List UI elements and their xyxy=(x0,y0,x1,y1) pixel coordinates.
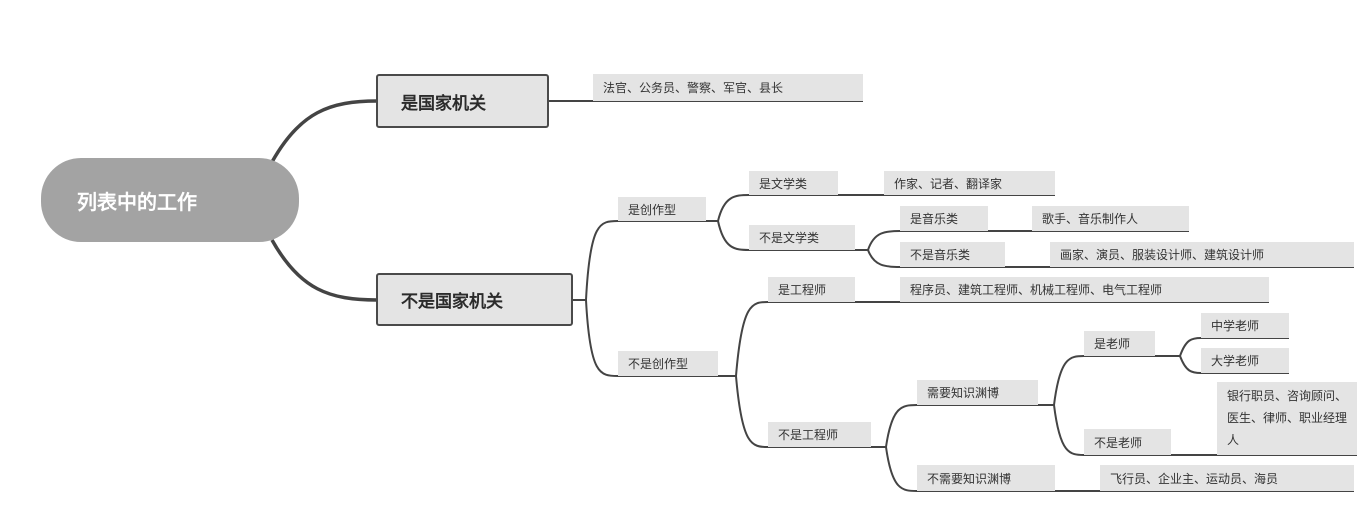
leaf-literary-jobs[interactable]: 作家、记者、翻译家 xyxy=(884,171,1055,195)
node-not-knowledgeable[interactable]: 不需要知识渊博 xyxy=(917,465,1055,491)
branch-non-government[interactable]: 不是国家机关 xyxy=(376,273,573,326)
leaf-government-jobs[interactable]: 法官、公务员、警察、军官、县长 xyxy=(593,74,863,101)
leaf-university-teacher[interactable]: 大学老师 xyxy=(1201,348,1289,373)
leaf-non-teacher-jobs[interactable]: 银行职员、咨询顾问、医生、律师、职业经理人 xyxy=(1217,382,1357,455)
root-topic[interactable]: 列表中的工作 xyxy=(41,158,299,242)
leaf-not-knowledgeable-jobs[interactable]: 飞行员、企业主、运动员、海员 xyxy=(1100,465,1354,491)
node-non-teacher[interactable]: 不是老师 xyxy=(1084,429,1171,455)
node-non-creative[interactable]: 不是创作型 xyxy=(618,351,718,376)
node-knowledgeable[interactable]: 需要知识渊博 xyxy=(917,380,1038,405)
node-non-literary[interactable]: 不是文学类 xyxy=(749,225,855,250)
node-engineer[interactable]: 是工程师 xyxy=(768,277,855,302)
leaf-music-jobs[interactable]: 歌手、音乐制作人 xyxy=(1032,206,1189,231)
node-teacher[interactable]: 是老师 xyxy=(1084,331,1155,356)
leaf-engineer-jobs[interactable]: 程序员、建筑工程师、机械工程师、电气工程师 xyxy=(900,277,1269,302)
leaf-middle-school-teacher[interactable]: 中学老师 xyxy=(1201,313,1289,338)
branch-government[interactable]: 是国家机关 xyxy=(376,74,549,128)
node-non-music[interactable]: 不是音乐类 xyxy=(900,242,1005,267)
node-creative[interactable]: 是创作型 xyxy=(618,197,706,221)
node-literary[interactable]: 是文学类 xyxy=(749,171,838,195)
node-music[interactable]: 是音乐类 xyxy=(900,206,988,231)
leaf-non-music-jobs[interactable]: 画家、演员、服装设计师、建筑设计师 xyxy=(1050,242,1354,267)
node-non-engineer[interactable]: 不是工程师 xyxy=(768,422,871,447)
